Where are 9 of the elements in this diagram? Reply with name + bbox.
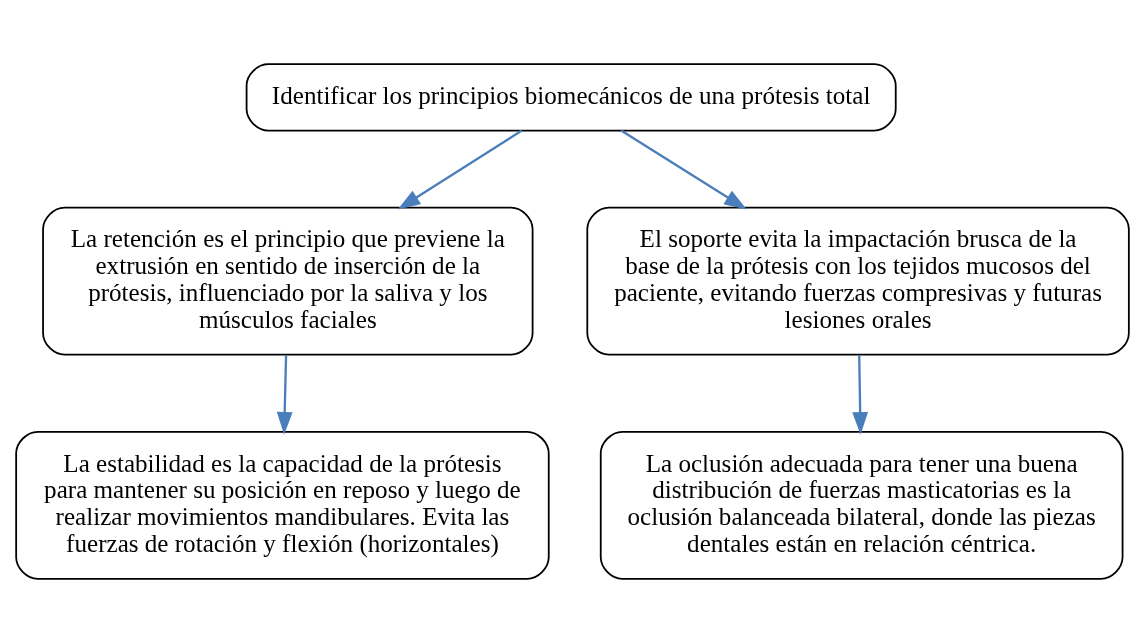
node-box: El soporte evita la impactación brusca de la base de la prótesis con los tejidos mucosos del paciente, evitando fuerzas compresivas y futuras lesiones orales — [586, 206, 1130, 356]
node-box: La estabilidad es la capacidad de la prótesis para mantener su posición en reposo y luego de realizar movimientos mandibulares. Evita las fuerzas de rotación y flexión (horizontales) — [15, 430, 550, 580]
arrow — [276, 355, 293, 435]
node-box: La retención es el principio que previene la extrusión en sentido de inserción de la prótesis, influenciado por la saliva y los músculos faciales — [42, 206, 534, 356]
node-box: La oclusión adecuada para tener una buena distribución de fuerzas masticatorias es la oclusión balanceada bilateral, donde las piezas dentales están en relación céntrica. — [599, 430, 1124, 580]
arrow — [397, 129, 523, 210]
arrow — [620, 129, 747, 210]
arrow — [852, 355, 869, 435]
node-box: Identificar los principios biomecánicos de una prótesis total — [245, 63, 897, 132]
